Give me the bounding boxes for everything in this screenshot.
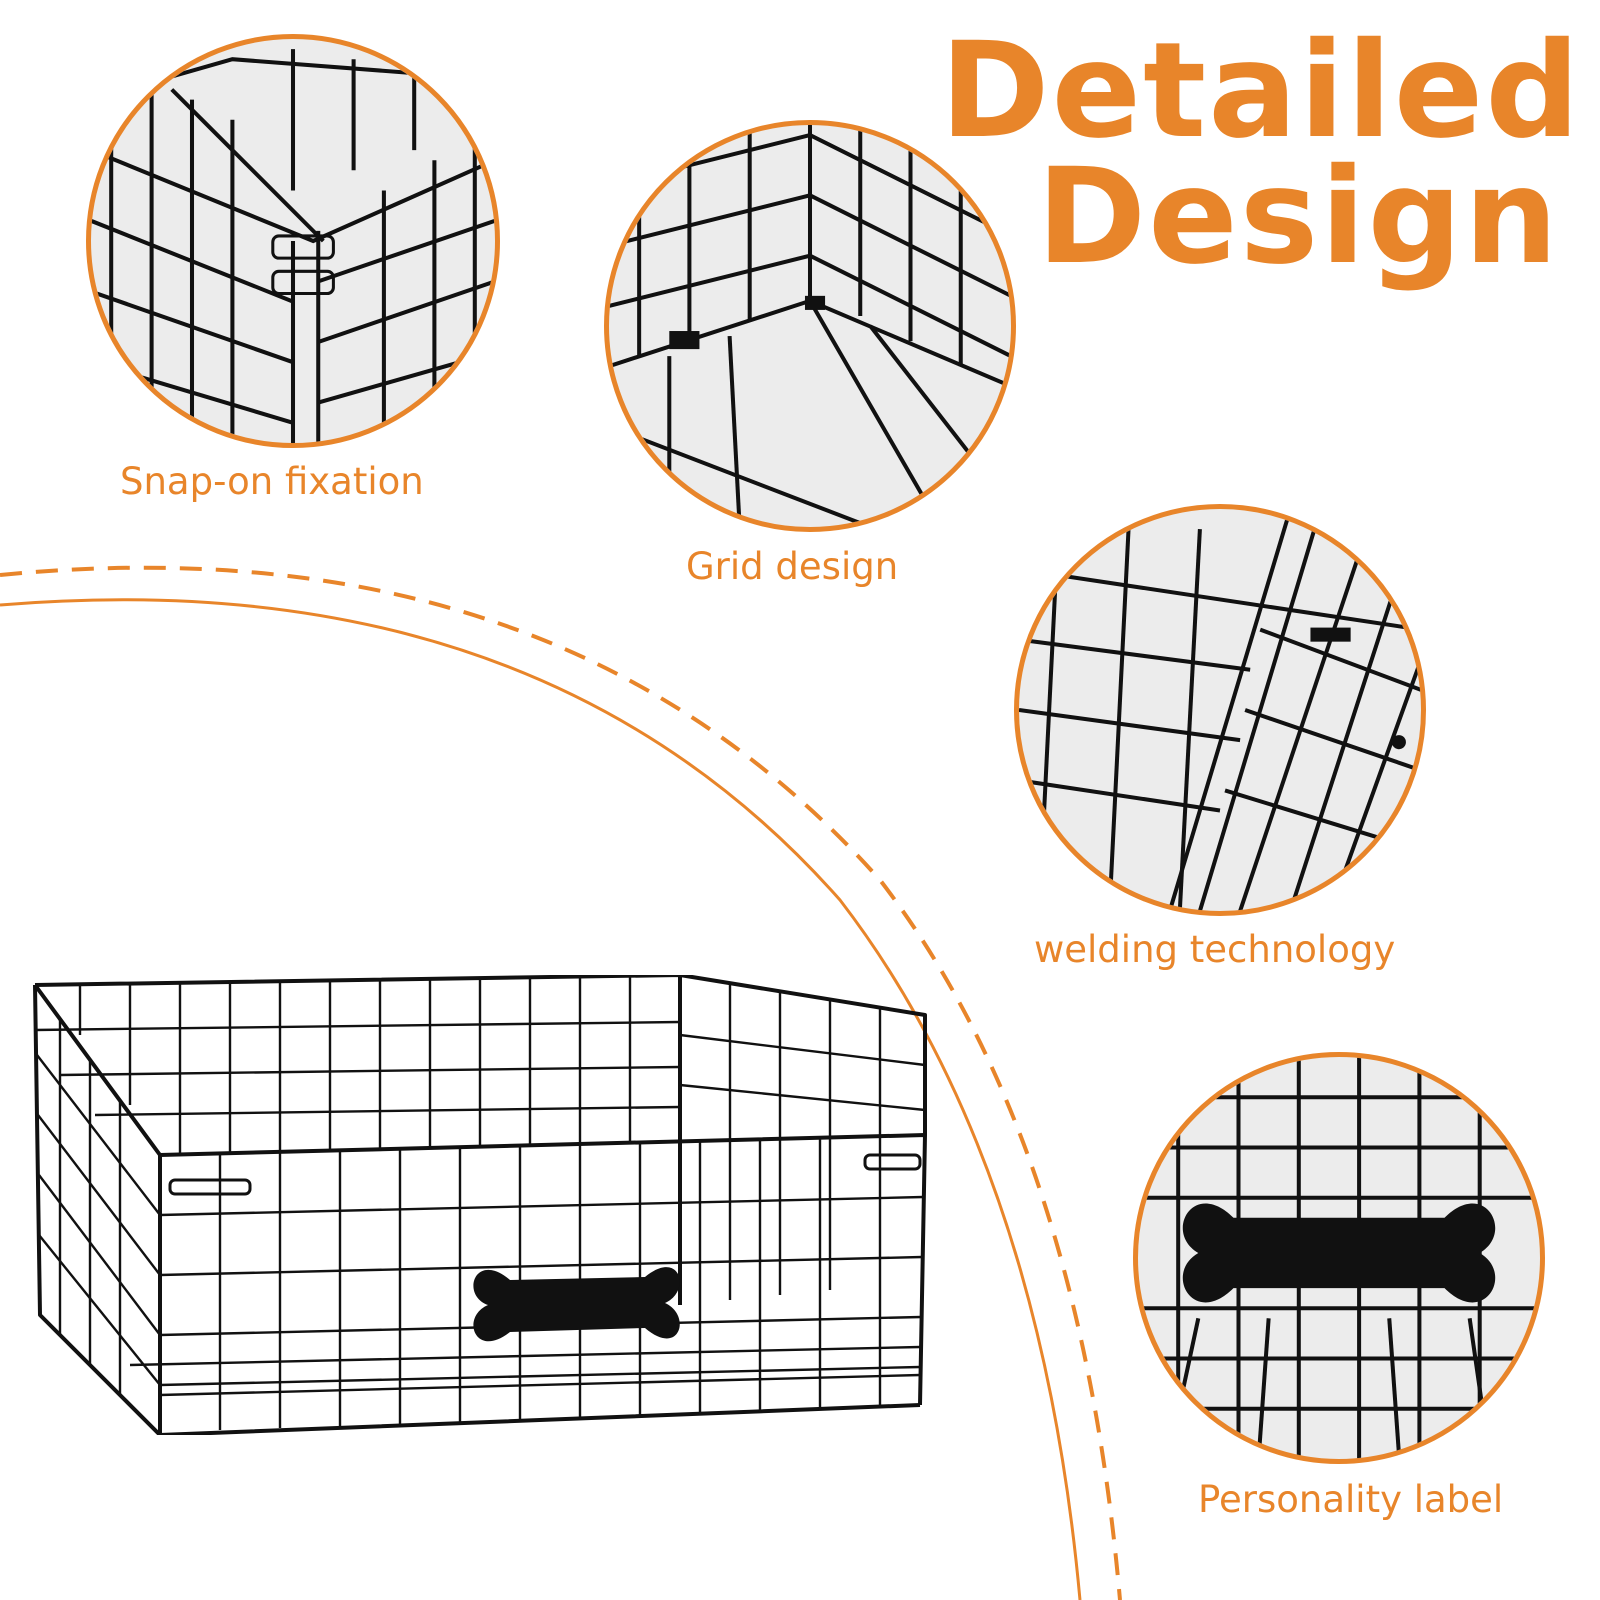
- detail-photo-label: [1133, 1052, 1545, 1464]
- bone-icon: [1182, 1203, 1496, 1303]
- caption-grid: Grid design: [686, 545, 899, 588]
- wire-closeup-snap-on: [91, 39, 495, 443]
- headline-line-1: Detailed: [940, 14, 1582, 168]
- detail-photo-snap-on: [86, 34, 500, 448]
- wire-basket-illustration: [33, 975, 927, 1435]
- headline-line-2: Design: [1036, 140, 1560, 294]
- detail-photo-welding: [1014, 504, 1426, 916]
- caption-welding: welding technology: [1034, 928, 1396, 971]
- bone-icon: [473, 1267, 680, 1342]
- caption-snap-on: Snap-on fixation: [120, 460, 424, 503]
- caption-label: Personality label: [1198, 1478, 1504, 1521]
- headline: Detailed Design: [940, 14, 1582, 294]
- wire-closeup-welding: [1019, 509, 1421, 911]
- detail-photo-grid: [604, 120, 1016, 532]
- wire-closeup-grid: [609, 125, 1011, 527]
